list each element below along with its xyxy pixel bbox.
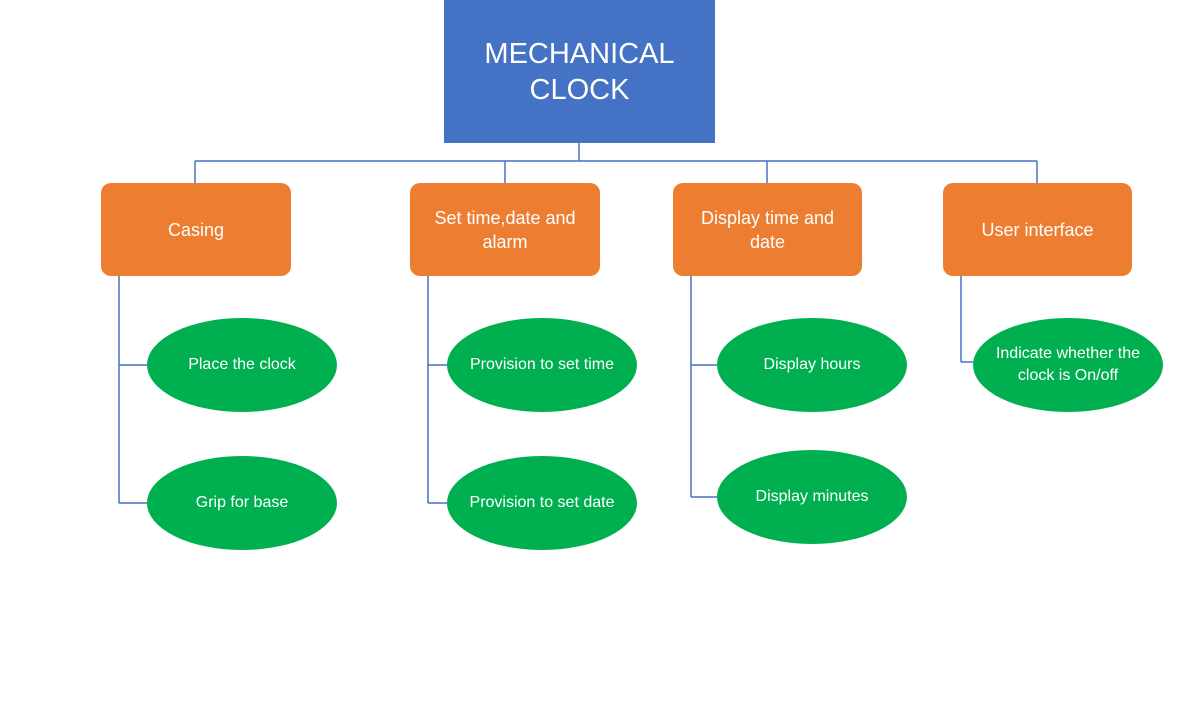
category-set-time-date-alarm: Set time,date and alarm — [410, 183, 600, 276]
leaf-provision-set-date: Provision to set date — [447, 456, 637, 550]
leaf-label: Place the clock — [188, 356, 296, 373]
category-casing: Casing — [101, 183, 291, 276]
leaf-display-minutes: Display minutes — [717, 450, 907, 544]
leaf-label: Display hours — [763, 356, 861, 373]
root-title-line2: CLOCK — [529, 73, 630, 106]
leaf-label: Provision to set date — [469, 494, 615, 511]
leaf-provision-set-time: Provision to set time — [447, 318, 637, 412]
leaf-label: Indicate whether the clock is On/off — [995, 345, 1141, 384]
leaf-indicate-on-off: Indicate whether the clock is On/off — [973, 318, 1163, 412]
leaf-label: Display minutes — [755, 488, 869, 505]
category-label: Casing — [167, 219, 225, 240]
category-label: Set time,date and alarm — [434, 207, 576, 252]
leaf-display-hours: Display hours — [717, 318, 907, 412]
category-label: Display time and date — [700, 207, 835, 252]
root-node: MECHANICAL CLOCK — [444, 0, 715, 143]
leaf-label: Provision to set time — [469, 356, 615, 373]
root-title-line1: MECHANICAL — [484, 37, 675, 70]
category-display-time-date: Display time and date — [673, 183, 862, 276]
category-user-interface: User interface — [943, 183, 1132, 276]
leaf-label: Grip for base — [195, 494, 289, 511]
leaf-grip-for-base: Grip for base — [147, 456, 337, 550]
category-label: User interface — [981, 219, 1094, 240]
leaf-place-the-clock: Place the clock — [147, 318, 337, 412]
